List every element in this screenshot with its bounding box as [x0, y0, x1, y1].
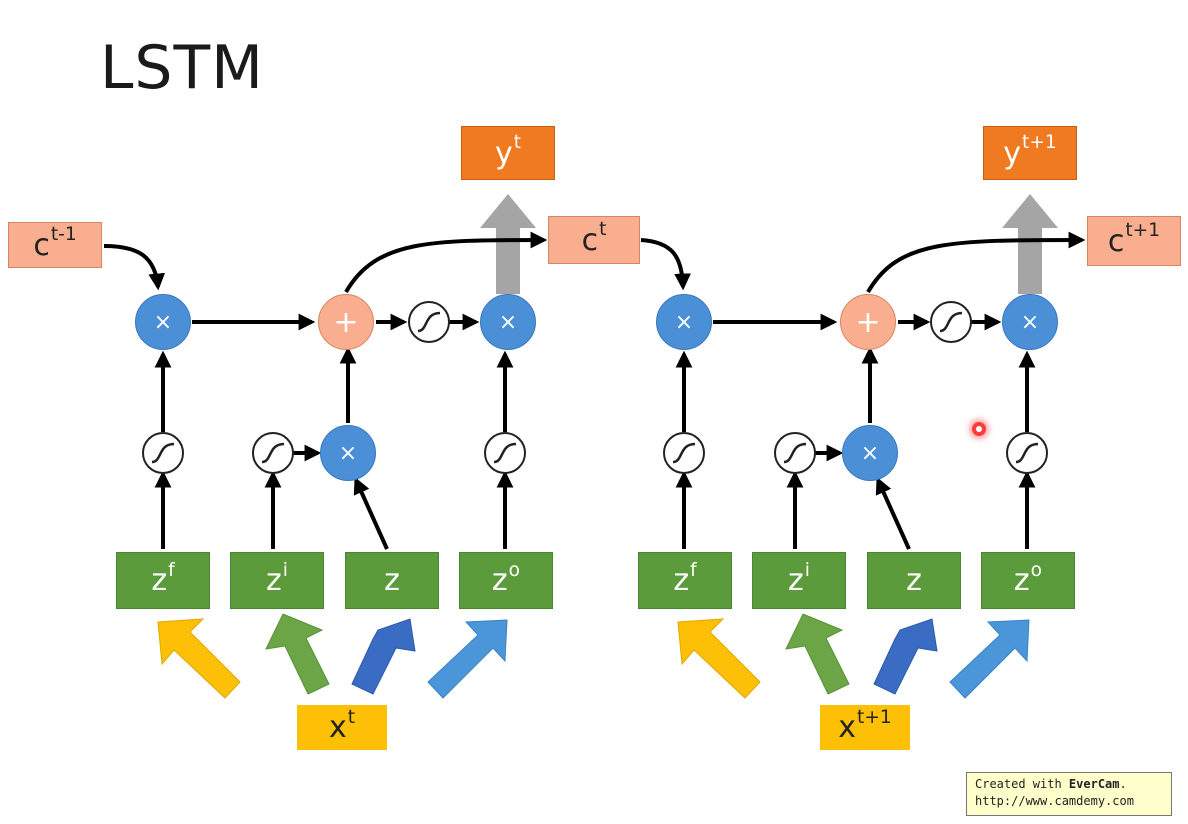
- sigmoid-output-icon-2: [1006, 432, 1048, 474]
- z-box: z: [345, 552, 439, 609]
- sigmoid-input-icon-2: [774, 432, 816, 474]
- sigmoid-forget-icon-2: [663, 432, 705, 474]
- multiply-forget-node: ×: [135, 294, 191, 350]
- arrow-z-to-mul-i-2: [875, 476, 911, 550]
- input-arrow-input-gate-2: [785, 613, 850, 695]
- add-node: +: [318, 294, 374, 350]
- output-arrow-yt: [480, 194, 536, 294]
- input-arrow-input-2: [873, 618, 938, 695]
- arrow-cprev-to-mul-f: [103, 244, 166, 291]
- sigmoid-input-icon: [252, 432, 294, 474]
- sigmoid-forget-icon: [142, 432, 184, 474]
- multiply-forget-node-2: ×: [656, 294, 712, 350]
- add-node-2: +: [840, 294, 896, 350]
- arrow-z-to-mul-i: [353, 476, 389, 550]
- sigmoid-output-icon: [484, 432, 526, 474]
- input-arrow-input-gate: [265, 613, 330, 695]
- input-arrow-forget-gate: [157, 618, 241, 699]
- arrow-add-to-ct: [344, 231, 548, 294]
- output-arrow-ynext: [1002, 194, 1058, 294]
- z-box-2: z: [867, 552, 961, 609]
- page-title: LSTM: [100, 33, 264, 103]
- input-arrow-output-gate: [427, 619, 508, 699]
- arrow-ct-to-mul-f-2: [640, 238, 691, 291]
- multiply-output-node: ×: [480, 294, 536, 350]
- input-arrow-output-gate-2: [949, 619, 1030, 699]
- multiply-input-node: ×: [320, 425, 376, 481]
- multiply-input-node-2: ×: [842, 425, 898, 481]
- tanh-cell-icon: [408, 301, 450, 343]
- arrow-add-to-cnext: [866, 231, 1086, 294]
- multiply-output-node-2: ×: [1002, 294, 1058, 350]
- credit-url: http://www.camdemy.com: [975, 794, 1134, 808]
- tanh-cell-icon-2: [930, 301, 972, 343]
- cursor-pointer-icon: [972, 422, 986, 436]
- input-arrow-input: [351, 618, 416, 695]
- evercam-credit: Created with EverCam. http://www.camdemy…: [966, 772, 1172, 816]
- input-arrow-forget-gate-2: [677, 618, 761, 699]
